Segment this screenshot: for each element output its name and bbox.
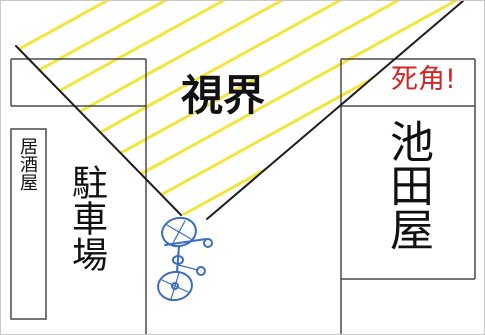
izakaya-building-outline [10, 128, 47, 320]
bicycle-icon [157, 216, 213, 302]
blind-spot-label: 死角! [391, 64, 456, 95]
bell [203, 238, 213, 248]
frame [176, 245, 180, 273]
left-sight-line [15, 45, 182, 216]
crank [177, 264, 199, 271]
handlebar [164, 238, 207, 246]
saddle [172, 255, 184, 265]
izakaya-building-label: 居酒屋 [17, 137, 38, 191]
view-stripe [16, 1, 463, 93]
view-stripe [16, 1, 463, 61]
rear-hub [171, 282, 179, 290]
field-of-view-label: 視界 [181, 71, 266, 120]
front-wheel [161, 216, 197, 248]
pedal [196, 266, 206, 276]
parking-lot-label: 駐車場 [66, 164, 107, 272]
right-sight-line [206, 1, 464, 220]
ikedaya-building-label: 池田屋 [382, 119, 433, 251]
rear-wheel [157, 270, 193, 302]
view-stripe [16, 1, 463, 125]
sight-lines [15, 1, 464, 220]
front-wheel-spoke [172, 220, 186, 244]
rear-wheel-spoke [170, 272, 180, 300]
view-stripe [16, 1, 463, 157]
